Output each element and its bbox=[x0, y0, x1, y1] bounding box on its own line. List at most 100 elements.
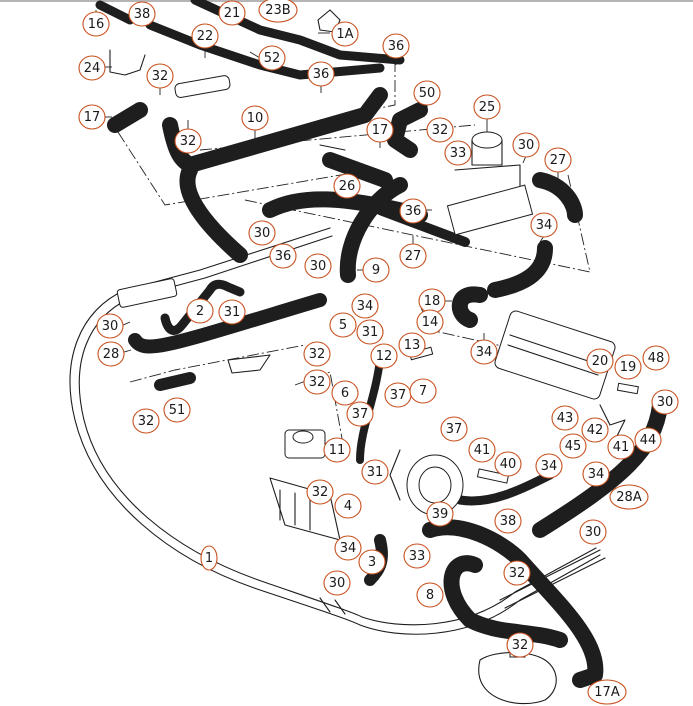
callout-part-20[interactable]: 20 bbox=[586, 348, 614, 374]
callout-part-30[interactable]: 30 bbox=[304, 253, 332, 279]
callout-part-28[interactable]: 28 bbox=[97, 341, 125, 367]
callout-part-43[interactable]: 43 bbox=[551, 405, 579, 431]
callout-part-32[interactable]: 32 bbox=[174, 128, 202, 154]
callout-part-4[interactable]: 4 bbox=[334, 493, 362, 519]
callout-part-11[interactable]: 11 bbox=[323, 437, 351, 463]
callout-part-50[interactable]: 50 bbox=[413, 80, 441, 106]
callout-part-34[interactable]: 34 bbox=[582, 461, 610, 487]
callout-part-12[interactable]: 12 bbox=[370, 343, 398, 369]
callout-part-13[interactable]: 13 bbox=[398, 332, 426, 358]
callout-part-36[interactable]: 36 bbox=[307, 61, 335, 87]
callout-part-34[interactable]: 34 bbox=[351, 293, 379, 319]
callout-part-32[interactable]: 32 bbox=[303, 341, 331, 367]
callout-part-31[interactable]: 31 bbox=[361, 459, 389, 485]
callout-part-6[interactable]: 6 bbox=[331, 380, 359, 406]
callout-label: 45 bbox=[565, 439, 582, 454]
callout-part-39[interactable]: 39 bbox=[426, 501, 454, 527]
callout-part-30[interactable]: 30 bbox=[579, 519, 607, 545]
callout-part-34[interactable]: 34 bbox=[530, 212, 558, 238]
callout-part-10[interactable]: 10 bbox=[241, 105, 269, 131]
callout-label: 32 bbox=[512, 638, 529, 653]
callout-part-34[interactable]: 34 bbox=[334, 535, 362, 561]
callout-part-19[interactable]: 19 bbox=[614, 354, 642, 380]
callout-part-1[interactable]: 1 bbox=[200, 545, 218, 571]
callout-part-32[interactable]: 32 bbox=[503, 560, 531, 586]
callout-part-41[interactable]: 41 bbox=[468, 437, 496, 463]
callout-part-5[interactable]: 5 bbox=[329, 312, 357, 338]
callout-part-27[interactable]: 27 bbox=[399, 243, 427, 269]
callout-part-36[interactable]: 36 bbox=[269, 243, 297, 269]
callout-part-27[interactable]: 27 bbox=[544, 147, 572, 173]
callout-part-36[interactable]: 36 bbox=[399, 198, 427, 224]
callout-part-34[interactable]: 34 bbox=[470, 339, 498, 365]
callout-part-21[interactable]: 21 bbox=[218, 0, 246, 26]
callout-part-37[interactable]: 37 bbox=[384, 382, 412, 408]
callout-part-22[interactable]: 22 bbox=[191, 23, 219, 49]
callout-part-32[interactable]: 32 bbox=[132, 408, 160, 434]
callout-circle bbox=[303, 369, 331, 395]
callout-part-37[interactable]: 37 bbox=[346, 401, 374, 427]
callout-circle bbox=[258, 45, 286, 71]
callout-label: 38 bbox=[500, 514, 517, 529]
callout-part-32[interactable]: 32 bbox=[426, 117, 454, 143]
callout-part-52[interactable]: 52 bbox=[258, 45, 286, 71]
callout-part-48[interactable]: 48 bbox=[642, 345, 670, 371]
callout-part-33[interactable]: 33 bbox=[444, 140, 472, 166]
callout-label: 14 bbox=[422, 315, 439, 330]
callout-part-30[interactable]: 30 bbox=[651, 389, 679, 415]
callout-circle bbox=[382, 33, 410, 59]
callout-part-28a[interactable]: 28A bbox=[609, 484, 649, 510]
callout-label: 25 bbox=[479, 100, 496, 115]
callout-part-45[interactable]: 45 bbox=[559, 433, 587, 459]
callout-part-14[interactable]: 14 bbox=[416, 309, 444, 335]
callout-part-25[interactable]: 25 bbox=[473, 94, 501, 120]
callout-part-51[interactable]: 51 bbox=[163, 397, 191, 423]
callout-part-30[interactable]: 30 bbox=[323, 570, 351, 596]
callout-part-30[interactable]: 30 bbox=[96, 313, 124, 339]
callout-part-36[interactable]: 36 bbox=[382, 33, 410, 59]
callout-part-24[interactable]: 24 bbox=[78, 55, 106, 81]
callout-part-30[interactable]: 30 bbox=[248, 220, 276, 246]
callout-part-17[interactable]: 17 bbox=[78, 104, 106, 130]
callout-circle bbox=[241, 105, 269, 131]
callout-part-41[interactable]: 41 bbox=[607, 434, 635, 460]
callout-label: 34 bbox=[357, 299, 374, 314]
callout-circle bbox=[351, 293, 379, 319]
callout-part-8[interactable]: 8 bbox=[416, 582, 444, 608]
callout-part-40[interactable]: 40 bbox=[494, 451, 522, 477]
callout-part-31[interactable]: 31 bbox=[218, 299, 246, 325]
callout-label: 44 bbox=[640, 433, 657, 448]
callout-circle bbox=[587, 679, 627, 705]
callout-part-44[interactable]: 44 bbox=[634, 427, 662, 453]
callout-part-32[interactable]: 32 bbox=[303, 369, 331, 395]
callout-part-17[interactable]: 17 bbox=[366, 117, 394, 143]
callout-part-32[interactable]: 32 bbox=[146, 63, 174, 89]
callout-part-37[interactable]: 37 bbox=[440, 416, 468, 442]
callout-part-31[interactable]: 31 bbox=[356, 319, 384, 345]
callout-part-7[interactable]: 7 bbox=[409, 378, 437, 404]
callout-part-2[interactable]: 2 bbox=[186, 298, 214, 324]
callout-part-23b[interactable]: 23B bbox=[258, 0, 298, 23]
callout-part-42[interactable]: 42 bbox=[581, 417, 609, 443]
callout-circle bbox=[426, 501, 454, 527]
callout-part-32[interactable]: 32 bbox=[506, 632, 534, 658]
callout-part-16[interactable]: 16 bbox=[82, 11, 110, 37]
callout-label: 32 bbox=[180, 134, 197, 149]
callout-part-18[interactable]: 18 bbox=[418, 288, 446, 314]
callout-part-1a[interactable]: 1A bbox=[331, 21, 359, 47]
callout-label: 40 bbox=[500, 457, 517, 472]
callout-part-26[interactable]: 26 bbox=[333, 173, 361, 199]
callout-part-3[interactable]: 3 bbox=[358, 549, 386, 575]
callout-label: 36 bbox=[275, 249, 292, 264]
callout-label: 36 bbox=[313, 67, 330, 82]
callout-part-30[interactable]: 30 bbox=[512, 132, 540, 158]
callout-label: 36 bbox=[405, 204, 422, 219]
callout-part-33[interactable]: 33 bbox=[403, 543, 431, 569]
callout-part-32[interactable]: 32 bbox=[306, 479, 334, 505]
highlighted-hose-part-2[interactable] bbox=[160, 279, 245, 335]
callout-part-38[interactable]: 38 bbox=[128, 1, 156, 27]
callout-part-9[interactable]: 9 bbox=[362, 257, 390, 283]
callout-part-17a[interactable]: 17A bbox=[587, 679, 627, 705]
callout-part-34[interactable]: 34 bbox=[535, 453, 563, 479]
callout-part-38[interactable]: 38 bbox=[494, 508, 522, 534]
